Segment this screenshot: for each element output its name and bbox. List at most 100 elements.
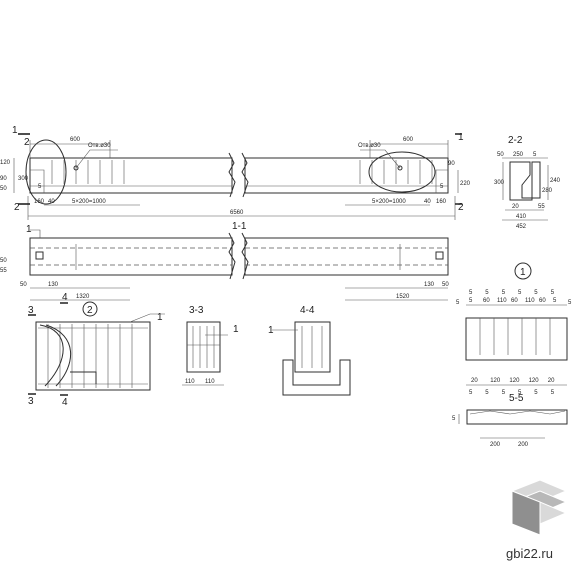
detail-1-bottom-5-0: 5 xyxy=(469,390,473,396)
section-4-4-trough xyxy=(282,359,351,396)
detail-1-top-5-0: 5 xyxy=(469,290,473,296)
cage-leader-1 xyxy=(129,313,165,323)
note-hole-right: Отв.ø30 xyxy=(358,143,381,149)
cut-4-label-top: 4 xyxy=(62,292,68,303)
section-5-5-bar xyxy=(469,410,566,415)
detail-1-marker-circle xyxy=(514,262,532,280)
plan-leader-1 xyxy=(30,229,41,238)
cage-loop xyxy=(70,371,97,384)
detail-1-top-dim-1: 60 xyxy=(483,298,490,304)
cut-label-2-left: 2 xyxy=(14,202,20,213)
detail-2-marker-circle xyxy=(82,301,98,317)
detail-1-bottom-dim-4: 20 xyxy=(548,378,555,384)
dim-160-right: 160 xyxy=(436,199,447,205)
detail-1-top-dim-3: 60 xyxy=(511,298,518,304)
dim-2-2-50: 50 xyxy=(497,152,504,158)
detail-1-outline xyxy=(465,317,568,361)
dim-2-2-452-text: 452 xyxy=(516,224,527,230)
cut-4-label-bottom: 4 xyxy=(62,397,68,408)
dim-plan-50b: 50 xyxy=(442,282,449,288)
beam-left-outline xyxy=(29,157,233,194)
section-5-5 xyxy=(458,409,568,439)
detail-1-side-5: 5 xyxy=(456,300,460,306)
dim-600-left: 600 xyxy=(70,137,81,143)
plan-lift-loop-right-icon xyxy=(435,251,444,260)
stirrups-left xyxy=(51,160,125,184)
dim-plan-50: 50 xyxy=(20,282,27,288)
detail-ellipse-right xyxy=(368,151,436,193)
dim-160-left: 160 xyxy=(34,199,45,205)
dim-pitch-left: 5×200=1000 xyxy=(72,199,106,205)
cage-bars xyxy=(38,324,148,388)
dim-2-2-250: 250 xyxy=(513,152,524,158)
cut-label-2-top: 2 xyxy=(24,137,30,148)
dim-plan-1320: 1320 xyxy=(76,294,90,300)
hole-left-icon xyxy=(73,165,79,171)
dim-plan-50c: 50 xyxy=(0,258,7,264)
cage-label-1: 1 xyxy=(157,312,163,323)
dim-2-2-240: 240 xyxy=(550,178,561,184)
section-5-5-outline xyxy=(466,409,568,425)
detail-1-bottom-5-5: 5 xyxy=(551,390,555,396)
dim-2-2-410-text: 410 xyxy=(516,214,527,220)
detail-1-top-dim-6: 5 xyxy=(553,298,557,304)
cage-bent-bar-2 xyxy=(45,324,71,387)
dim-5-right: 5 xyxy=(440,184,444,190)
dim-plan-55: 55 xyxy=(0,268,7,274)
plan-1-1 xyxy=(29,229,449,301)
section-3-3-title: 3-3 xyxy=(189,305,204,316)
dim-3-3-110a: 110 xyxy=(185,379,195,385)
note-leader-right xyxy=(360,149,401,169)
detail-1-bottom-dim-1: 120 xyxy=(490,378,501,384)
section-4-4-bars xyxy=(301,326,323,368)
section-4-4-title: 4-4 xyxy=(300,305,315,316)
section-5-5-title: 5-5 xyxy=(509,393,524,404)
dim-plan-130: 130 xyxy=(48,282,59,288)
dim-90-left: 90 xyxy=(0,176,7,182)
detail-2-marker: 2 xyxy=(87,305,93,316)
detail-2-cage xyxy=(28,301,165,396)
section-3-3-bars xyxy=(192,326,215,368)
dim-2-2-300-text: 300 xyxy=(494,180,505,186)
detail-1-bottom-5-4: 5 xyxy=(534,390,538,396)
site-logo xyxy=(510,479,568,536)
cut-label-1-left: 1 xyxy=(12,125,18,136)
dim-pitch-right: 5×200=1000 xyxy=(372,199,406,205)
dim-220: 220 xyxy=(460,181,471,187)
detail-1-top-dim-4: 110 xyxy=(525,298,535,304)
dim-5-5-5: 5 xyxy=(452,416,456,422)
dim-ticks-overall xyxy=(27,196,456,220)
cut-3-markers xyxy=(28,314,36,395)
beam-right-outline xyxy=(244,157,449,194)
plan-label-1: 1 xyxy=(26,224,32,235)
dim-plan-1520: 1520 xyxy=(396,294,410,300)
detail-1-bottom-dim-3: 120 xyxy=(529,378,540,384)
section-3-3-label-1: 1 xyxy=(233,324,239,335)
dim-120-left: 120 xyxy=(0,160,11,166)
dim-2-2-5: 5 xyxy=(533,152,537,158)
dim-90-right: 90 xyxy=(448,161,455,167)
detail-ellipse-left xyxy=(25,139,67,205)
dim-5-5-200b: 200 xyxy=(518,442,529,448)
plan-lift-loop-left-icon xyxy=(35,251,44,260)
dim-overall: 6560 xyxy=(230,210,244,216)
section-3-3 xyxy=(182,321,228,386)
detail-1-bottom-dim-2: 120 xyxy=(509,378,520,384)
detail-1-top-5-5: 5 xyxy=(551,290,555,296)
dim-plan-130b: 130 xyxy=(424,282,435,288)
detail-1-bottom-5-1: 5 xyxy=(485,390,489,396)
cut-4-markers xyxy=(60,302,68,396)
section-4-4-cage xyxy=(294,321,331,373)
plan-break-left xyxy=(228,232,236,280)
section-4-4 xyxy=(272,321,351,396)
logo-side-face xyxy=(511,490,541,536)
plan-break-right xyxy=(241,232,249,280)
cut-1-right xyxy=(455,133,462,205)
cage-outline xyxy=(35,321,151,391)
dim-40-left: 40 xyxy=(48,199,55,205)
